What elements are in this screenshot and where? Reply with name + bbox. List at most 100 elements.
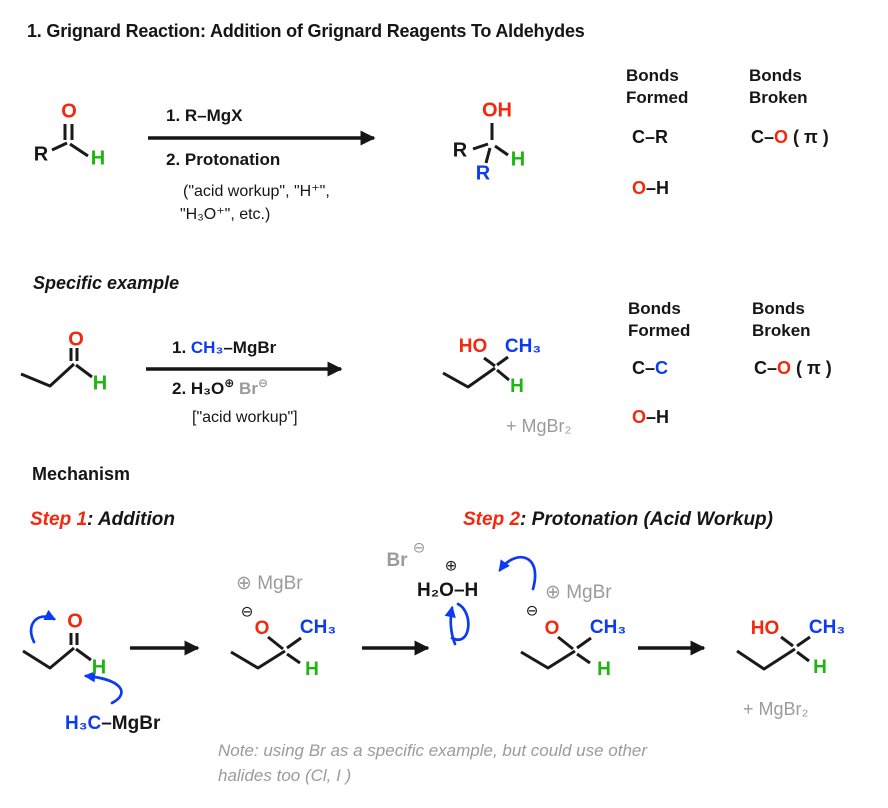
mech-d-ho-label: HO (750, 618, 780, 640)
mech-alkoxide2-bonds (520, 635, 592, 670)
s1-bond-broken-o: O (774, 127, 789, 147)
mech-b-o-label: O (254, 618, 270, 640)
mech-b-h-label: H (305, 659, 319, 681)
s1-bond-broken-pi: ( π ) (788, 127, 829, 147)
scheme1-product-bonds (472, 123, 509, 164)
s1-product-oh-label: OH (482, 99, 512, 122)
s2-product-h-label: H (510, 376, 524, 398)
halide-note-line1: Note: using Br as a specific example, bu… (218, 741, 648, 760)
s2-bonds-formed-header1: Bonds (628, 299, 681, 318)
s2-bond-formed-cc: C–C (632, 358, 668, 379)
s2-bond-broken-c: C– (754, 358, 778, 378)
minus-circle-icon: ⊖ (240, 603, 254, 621)
mech-c-ch3-label: CH₃ (589, 617, 627, 639)
s2-condition-note: ["acid workup"] (192, 409, 298, 426)
s1-condition-note2: "H₃O⁺", etc.) (180, 206, 271, 223)
s1-bond-formed-oh: O–H (632, 178, 669, 199)
s1-condition-step2: 2. Protonation (166, 150, 281, 169)
s1-bonds-broken-header1: Bonds (749, 66, 802, 85)
mech-a-h-label: H (91, 656, 107, 679)
step1-name: Addition (97, 509, 175, 530)
s2-bond-formed-oh-rest: –H (646, 407, 670, 427)
s2-product-ho-label: HO (458, 336, 488, 358)
scheme2-propanal-bonds (20, 348, 93, 388)
s2-step2-h3o: 2. H₃O (172, 379, 225, 398)
s1-product-rnew-label: R (475, 162, 491, 185)
mech-alkoxide1-bonds (230, 635, 302, 670)
mech-propanal-bonds (22, 633, 92, 670)
mech-grignard-mgbr: –MgBr (101, 713, 161, 734)
minus-circle-icon: ⊖ (412, 539, 426, 557)
minus-circle-icon: ⊖ (525, 602, 539, 620)
mech-c-o-label: O (544, 618, 560, 640)
mech-b-ch3-label: CH₃ (299, 617, 337, 639)
s2-bond-formed-c1: C– (632, 358, 656, 378)
mechanism-heading: Mechanism (32, 464, 131, 484)
s1-product-r-label: R (452, 139, 468, 162)
s2-bond-broken-pi: ( π ) (791, 358, 832, 378)
curved-arrow-pi-to-oxygen (29, 609, 57, 644)
mech-a-o-label: O (67, 610, 83, 633)
s2-step2-br: Br (234, 379, 258, 398)
s2-byproduct-mgbr2: + MgBr₂ (506, 416, 572, 436)
minus-circle-icon: ⊖ (257, 376, 269, 390)
plus-circle-icon: ⊕ (224, 376, 235, 390)
s1-bond-formed-oh-o: O (632, 178, 647, 198)
s2-step1-num: 1. (172, 338, 191, 357)
mech-bromide-label: Br (386, 550, 408, 572)
s1-bond-formed-cr: C–R (632, 127, 669, 147)
mech-hydronium-label: H₂O–H (417, 580, 479, 601)
s1-bonds-formed-header1: Bonds (626, 66, 679, 85)
s2-bonds-broken-header2: Broken (752, 321, 811, 340)
step1-heading: Step 1: Addition (30, 509, 175, 531)
s1-bonds-formed-header2: Formed (626, 88, 689, 107)
step2-colon: : (520, 509, 532, 530)
s2-step1-ch3: CH₃ (190, 338, 224, 357)
s2-bonds-broken-header1: Bonds (752, 299, 805, 318)
mech-d-h-label: H (813, 657, 827, 679)
scheme1-aldehyde-bonds (51, 124, 89, 158)
page-title: 1. Grignard Reaction: Addition of Grigna… (27, 21, 585, 41)
s1-condition-note1: ("acid workup", "H⁺", (183, 183, 330, 200)
scheme2-product-bonds (442, 355, 510, 389)
curved-arrow-grignard-attack (83, 671, 123, 705)
s1-reactant-o-label: O (61, 100, 77, 123)
curved-arrow-oh-bond-cleavage (444, 605, 457, 646)
s1-bonds-broken-header2: Broken (749, 88, 808, 107)
mech-d-ch3-label: CH₃ (808, 617, 846, 639)
step1-label: Step 1 (30, 509, 88, 530)
s2-bond-formed-oh-o: O (632, 407, 647, 427)
step2-heading: Step 2: Protonation (Acid Workup) (463, 509, 773, 531)
mech-grignard-h3c: H₃C (65, 713, 102, 734)
plus-circle-icon: ⊕ (444, 557, 458, 575)
curved-arrow-loop (450, 602, 470, 642)
s2-bond-formed-oh: O–H (632, 407, 669, 428)
s1-reactant-h-label: H (90, 147, 106, 170)
mech-c-h-label: H (597, 659, 611, 681)
mech-grignard-reagent: H₃C–MgBr (65, 713, 160, 735)
s2-condition-step1: 1. CH₃–MgBr (172, 338, 276, 358)
mech-product-bonds (736, 635, 811, 671)
step1-colon: : (87, 509, 98, 530)
s2-reactant-h-label: H (92, 372, 108, 395)
s1-bond-broken-co: C–O ( π ) (751, 127, 829, 148)
specific-example-heading: Specific example (33, 273, 180, 293)
halide-note-line2: halides too (Cl, I ) (218, 766, 352, 785)
s2-bond-broken-co: C–O ( π ) (754, 358, 832, 379)
s2-condition-step2: 2. H₃O⊕ Br⊖ (172, 376, 269, 399)
s1-bond-formed-oh-rest: –H (646, 178, 670, 198)
mech-c-mgbr-counterion: ⊕ MgBr (545, 582, 612, 603)
s1-condition-step1: 1. R–MgX (166, 106, 243, 125)
s1-bond-broken-c: C– (751, 127, 775, 147)
s2-bond-formed-c2: C (655, 358, 669, 378)
s2-bond-broken-o: O (777, 358, 792, 378)
mech-byproduct-mgbr2: + MgBr₂ (743, 699, 809, 719)
mech-b-mgbr-counterion: ⊕ MgBr (236, 573, 303, 594)
s1-product-h-label: H (510, 148, 526, 171)
s2-bonds-formed-header2: Formed (628, 321, 691, 340)
step2-label: Step 2 (463, 509, 521, 530)
step2-name: Protonation (Acid Workup) (531, 509, 773, 530)
s2-step1-mgbr: –MgBr (223, 338, 277, 357)
